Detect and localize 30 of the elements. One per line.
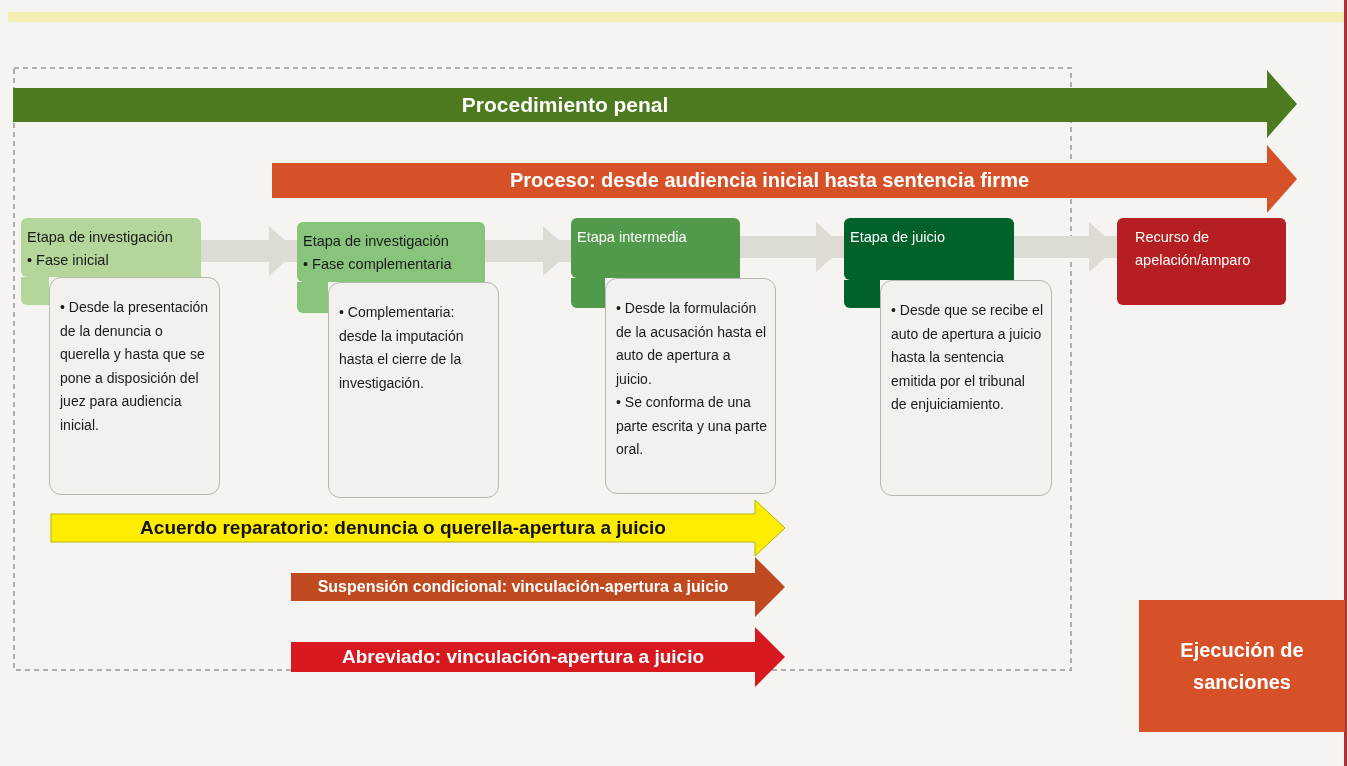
arrow-banner	[272, 145, 1297, 213]
banner-label: Abreviado: vinculación-apertura a juicio	[340, 645, 706, 669]
banner-label: Suspensión condicional: vinculación-apertura a juicio	[316, 577, 730, 597]
block-arrow	[201, 226, 297, 276]
stage-title: Etapa de juicio	[850, 228, 947, 247]
arrow-banner	[13, 70, 1297, 138]
description-card	[328, 282, 499, 498]
description-card	[880, 280, 1052, 496]
description-text: • Desde la presentación de la denuncia o querella y hasta que se pone a disposición del juez para audiencia inicial.	[60, 298, 210, 435]
description-text: • Complementaria: desde la imputación hasta el cierre de la investigación.	[339, 303, 465, 393]
stage-title: Recurso de apelación/amparo	[1135, 228, 1252, 270]
stage-title: Etapa de investigación	[27, 228, 174, 247]
arrow-banner	[51, 500, 785, 556]
description-text: • Desde que se recibe el auto de apertura a juicio hasta la sentencia emitida por el tribunal de enjuiciamiento.	[891, 301, 1043, 414]
stage-title: • Fase complementaria	[303, 255, 453, 274]
stage-title: Etapa intermedia	[577, 228, 688, 247]
description-card	[49, 277, 220, 495]
banner-label: Procedimiento penal	[460, 91, 670, 118]
arrow-banner	[291, 627, 785, 687]
description-card	[605, 278, 776, 494]
banner-label: Proceso: desde audiencia inicial hasta sentencia firme	[508, 168, 1031, 193]
description-text: • Se conforma de una parte escrita y una parte oral.	[616, 393, 767, 459]
stage-box	[1117, 218, 1286, 305]
description-text: • Desde la formulación de la acusación hasta el auto de apertura a juicio.	[616, 299, 767, 389]
stage-title: • Fase inicial	[27, 251, 110, 270]
banner-label: Acuerdo reparatorio: denuncia o querella-apertura a juicio	[139, 516, 667, 540]
arrow-banner	[291, 557, 785, 617]
stage-title: Ejecución de sanciones	[1179, 638, 1305, 695]
stage-box	[1139, 600, 1345, 732]
stage-title: Etapa de investigación	[303, 232, 450, 251]
